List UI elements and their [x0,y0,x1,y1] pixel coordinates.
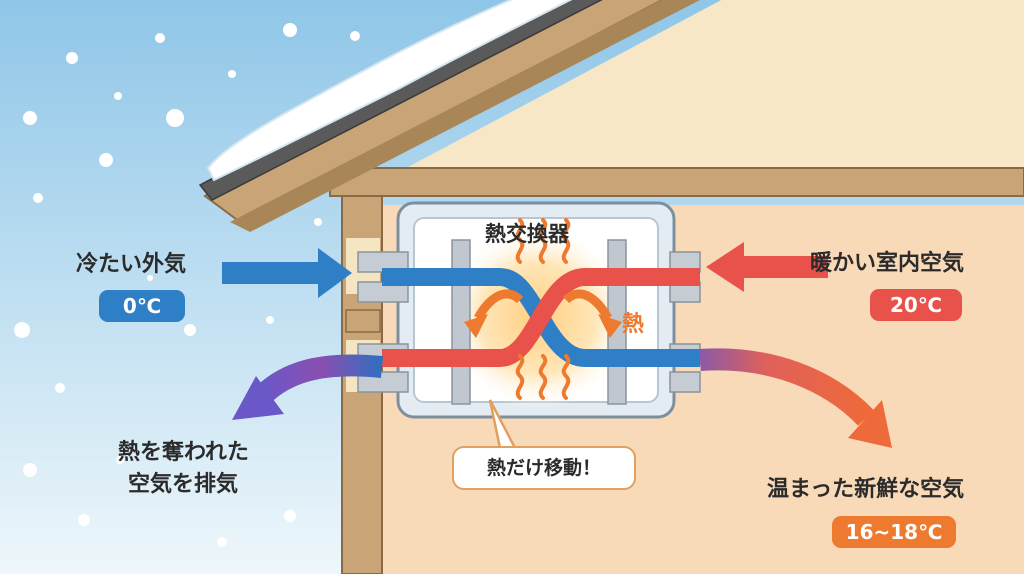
indoor-temp-badge: 20℃ [870,289,962,321]
fresh-air-arrow [699,348,892,448]
ceiling-beam [329,167,1024,197]
exhaust-label-line1: 熱を奪われた [118,440,249,465]
exchanger-title: 熱交換器 [485,222,569,246]
exhaust-arrow [232,354,384,420]
heat-wisps [515,218,571,400]
outside-temp-badge: 0℃ [99,290,185,322]
outside-air-label: 冷たい外気 [76,252,187,277]
warm-air-stream [382,268,700,367]
exhaust-label-line2: 空気を排気 [128,472,239,497]
warm-air-arrow [706,242,828,292]
heat-only-callout: 熱だけ移動！ [452,446,636,490]
heat-mark-label: 熱 [622,312,645,337]
roof-snow [206,0,573,182]
attic-wall [380,0,1024,182]
heat-transfer-arrows [464,289,622,338]
wall-block [345,309,381,333]
fresh-air-label: 温まった新鮮な空気 [767,477,965,502]
cold-air-arrow [222,248,352,298]
fresh-temp-badge: 16~18℃ [832,516,956,548]
indoor-air-label: 暖かい室内空気 [810,251,965,276]
rafter-shadow [230,0,700,232]
